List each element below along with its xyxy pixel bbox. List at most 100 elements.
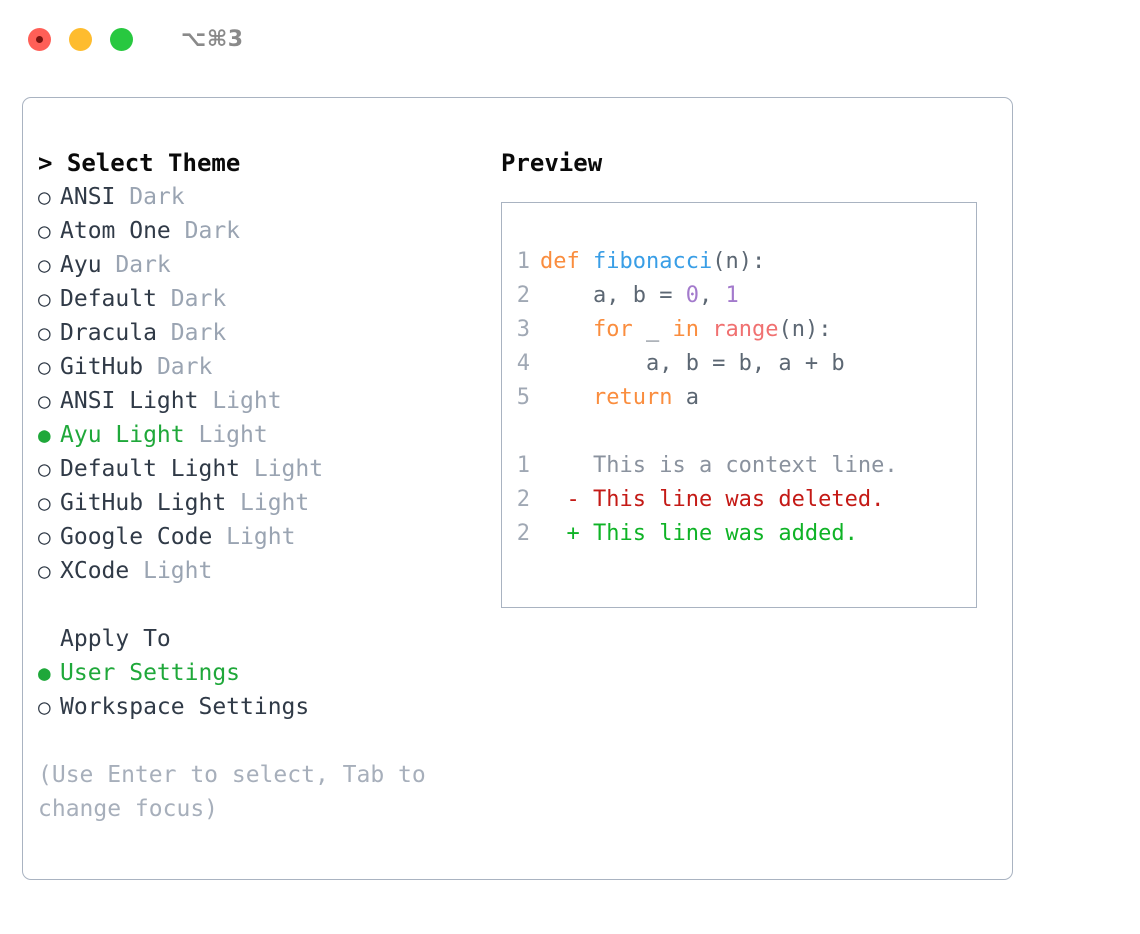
keyboard-hint-text: (Use Enter to select, Tab to change focu… [38,762,426,822]
theme-option-github-light[interactable]: ○ GitHub Light Light [38,486,468,520]
code-token [540,317,593,342]
radio-unselected-icon: ○ [38,695,51,719]
diff-line: 2 - This line was deleted. [502,483,976,517]
theme-option-default[interactable]: ○ Default Dark [38,282,468,316]
diff-line: 2 + This line was added. [502,517,976,551]
apply-to-option-list[interactable]: ●User Settings ○ Workspace Settings [38,656,468,724]
code-line-number: 5 [516,385,530,410]
code-token [699,317,712,342]
theme-option-github[interactable]: ○GitHub Dark [38,350,468,384]
code-token: a [672,385,699,410]
theme-variant-tag: Light [212,524,296,550]
theme-variant-tag: Dark [156,320,227,346]
section-spacer [38,588,468,622]
apply-to-option-user-settings[interactable]: ●User Settings [38,656,468,690]
code-token: def [540,249,593,274]
code-token [540,385,593,410]
diff-line-number: 2 [516,487,530,512]
radio-unselected-icon: ○ [38,287,51,311]
theme-option-ansi-light[interactable]: ○ ANSI Light Light [38,384,468,418]
theme-option-label: Ayu [60,252,102,278]
theme-variant-tag: Dark [115,184,185,210]
code-token: _ [632,317,673,342]
radio-unselected-icon: ○ [38,253,51,277]
code-token: 1 [725,283,739,308]
theme-selector-panel: > Select Theme ○ANSI Dark○Atom One Dark○… [38,146,468,826]
diff-sample: 1 This is a context line.2 - This line w… [502,449,976,551]
radio-unselected-icon: ○ [38,491,51,515]
apply-to-option-label: User Settings [60,660,241,686]
code-line-content: return a [540,381,699,415]
radio-unselected-icon: ○ [38,389,51,413]
theme-option-label: GitHub [60,354,144,380]
theme-option-dracula[interactable]: ○Dracula Dark [38,316,468,350]
theme-option-xcode[interactable]: ○XCode Light [38,554,468,588]
code-token: a, b = b, a + b [540,351,845,376]
apply-to-option-label: Workspace Settings [60,694,310,720]
code-token: a, b = [540,283,686,308]
code-token: range [712,317,779,342]
title-bar: ⌥⌘3 [0,0,1140,78]
code-line-content: a, b = 0, 1 [540,279,739,313]
diff-line: 1 This is a context line. [502,449,976,483]
preview-heading: Preview [501,149,603,177]
radio-unselected-icon: ○ [38,219,51,243]
diff-line-number: 1 [516,453,530,478]
select-theme-heading: > Select Theme [38,149,241,177]
theme-variant-tag: Dark [170,218,241,244]
theme-option-list[interactable]: ○ ANSI Dark ○ Atom One Dark ○ Ayu Dark ○ Defaul… [38,180,468,588]
preview-gap [502,415,976,449]
code-line-number: 1 [516,249,530,274]
theme-option-label: Atom One [60,218,171,244]
code-line: 4 a, b = b, a + b [502,347,976,381]
keyboard-shortcut-label: ⌥⌘3 [181,26,244,52]
apply-to-option-workspace-settings[interactable]: ○ Workspace Settings [38,690,468,724]
code-line-content: a, b = b, a + b [540,347,845,381]
code-token: (n): [712,249,766,274]
code-line: 5 return a [502,381,976,415]
radio-unselected-icon: ○ [38,185,51,209]
theme-option-label: Default [60,286,157,312]
theme-variant-tag: Light [226,490,310,516]
code-line-content: for _ in range(n): [540,313,831,347]
code-token: in [672,317,699,342]
code-line-content: def fibonacci(n): [540,245,765,279]
blank-marker: ○ [38,622,60,656]
radio-unselected-icon: ○ [38,525,51,549]
code-token: for [592,317,633,342]
theme-option-atom-one[interactable]: ○ Atom One Dark [38,214,468,248]
close-button[interactable] [28,27,51,51]
theme-option-ayu-light[interactable]: ●Ayu Light Light [38,418,468,452]
theme-variant-tag: Light [198,388,282,414]
code-token: return [592,385,673,410]
theme-option-ayu[interactable]: ○Ayu Dark [38,248,468,282]
theme-option-label: ANSI [60,184,116,210]
theme-option-ansi[interactable]: ○ ANSI Dark [38,180,468,214]
theme-variant-tag: Dark [156,286,227,312]
code-token: (n): [778,317,832,342]
diff-line-content: - This line was deleted. [540,487,885,512]
theme-variant-tag: Light [129,558,213,584]
diff-line-content: This is a context line. [540,453,898,478]
radio-unselected-icon: ○ [38,559,51,583]
radio-unselected-icon: ○ [38,355,51,379]
code-line: 3 for _ in range(n): [502,313,976,347]
minimize-button[interactable] [69,27,92,51]
theme-option-label: ANSI Light [60,388,199,414]
code-line-number: 3 [516,317,530,342]
main-card: > Select Theme ○ANSI Dark○Atom One Dark○… [22,97,1013,880]
theme-option-label: Default Light [60,456,241,482]
theme-option-label: GitHub Light [60,490,227,516]
radio-unselected-icon: ○ [38,457,51,481]
theme-option-default-light[interactable]: ○Default Light Light [38,452,468,486]
code-line: 1 def fibonacci(n): [502,245,976,279]
window-controls [28,27,133,51]
theme-option-label: Google Code [60,524,213,550]
maximize-button[interactable] [110,27,133,51]
theme-option-google-code[interactable]: ○ Google Code Light [38,520,468,554]
theme-option-label: Ayu Light [60,422,185,448]
code-token: fibonacci [592,249,713,274]
